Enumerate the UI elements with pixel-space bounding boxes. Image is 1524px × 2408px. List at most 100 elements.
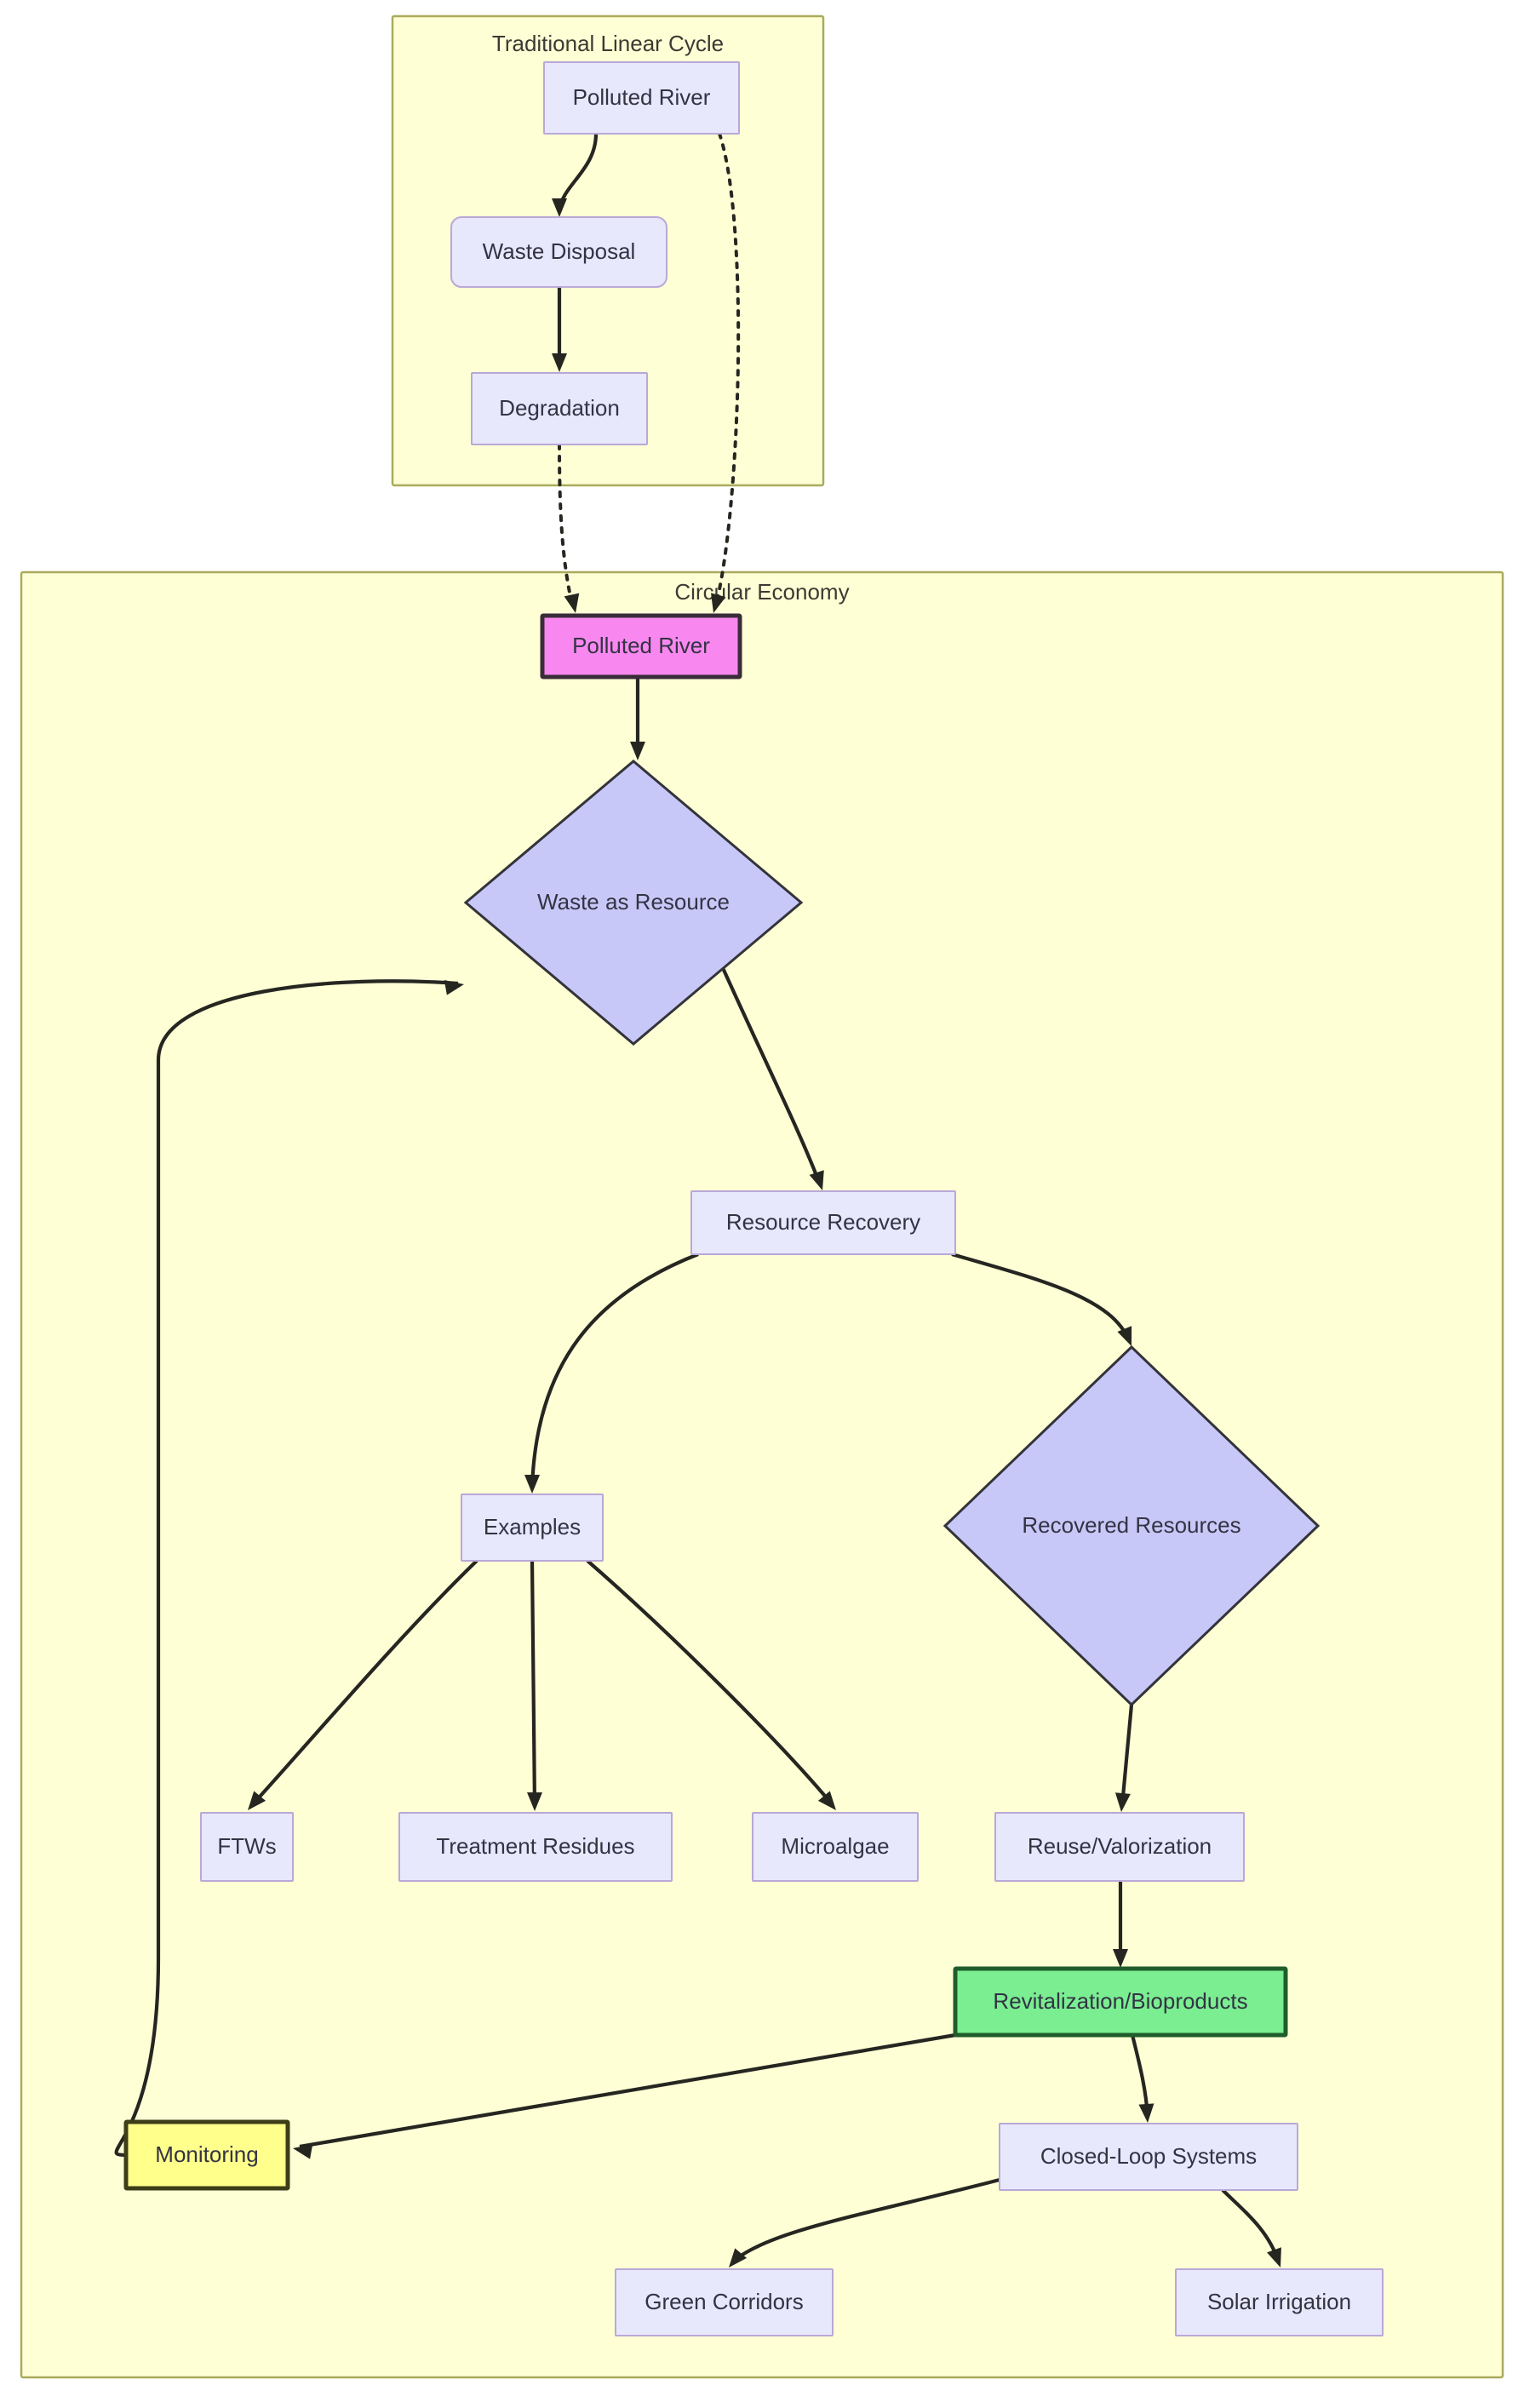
edge-e-degradation-to-ce-river: [558, 443, 580, 613]
edge-e-tr-river-to-ce-river: [711, 132, 741, 613]
edge-e-examples-to-ftws: [248, 1559, 478, 1810]
node-shape[interactable]: [1175, 2268, 1384, 2336]
node-label: Microalgae: [781, 1833, 889, 1859]
node-shape[interactable]: [543, 61, 740, 135]
node-shape[interactable]: [200, 1812, 294, 1882]
edge-line: [951, 1252, 1131, 1341]
edge-arrowhead: [729, 2248, 748, 2268]
edge-e-examples-to-microalgae: [586, 1559, 836, 1810]
node-ftws[interactable]: FTWs: [200, 1812, 294, 1882]
node-label: Solar Irrigation: [1207, 2289, 1351, 2314]
node-label: Monitoring: [155, 2141, 258, 2167]
node-shape[interactable]: [999, 2123, 1298, 2191]
edge-arrowhead: [630, 742, 645, 760]
edge-arrowhead: [1113, 1949, 1128, 1968]
edge-arrowhead: [817, 1791, 836, 1810]
cluster-label: Circular Economy: [674, 579, 849, 605]
node-shape[interactable]: [461, 1494, 604, 1562]
cluster-circular: Circular Economy: [20, 570, 1504, 2379]
edge-line: [1120, 1704, 1134, 1807]
node-shape[interactable]: [463, 760, 804, 1046]
edge-e-monitoring-to-waste-as-resource: [114, 979, 464, 2158]
edge-arrowhead: [293, 2143, 313, 2159]
edge-e-waste-disposal-to-degradation: [552, 287, 567, 372]
node-label: Polluted River: [573, 84, 711, 110]
edge-arrowhead: [1114, 1792, 1131, 1812]
edge-e-ce-river-to-waste-as-resource: [630, 677, 645, 760]
edge-line: [299, 2032, 956, 2149]
edge-line: [530, 1253, 699, 1488]
node-shape[interactable]: [752, 1812, 919, 1882]
node-microalgae[interactable]: Microalgae: [752, 1812, 919, 1882]
node-degradation[interactable]: Degradation: [471, 372, 648, 445]
edge-e-reuse-to-revitalization: [1113, 1881, 1128, 1968]
edge-arrowhead: [809, 1170, 824, 1190]
edge-e-tr-river-to-waste-disposal: [552, 133, 599, 217]
node-revitalization-bioproducts[interactable]: Revitalization/Bioproducts: [953, 1966, 1288, 2038]
edge-e-closed-loop-to-green-corridors: [729, 2177, 1000, 2268]
node-shape[interactable]: [450, 216, 667, 288]
node-label: Resource Recovery: [726, 1209, 920, 1235]
edge-arrowhead: [1117, 1326, 1132, 1346]
node-shape[interactable]: [123, 2119, 290, 2191]
edge-e-recovered-resources-to-reuse: [1114, 1704, 1134, 1812]
node-treatment-residues[interactable]: Treatment Residues: [398, 1812, 673, 1882]
node-monitoring[interactable]: Monitoring: [123, 2119, 290, 2191]
node-label: Treatment Residues: [436, 1833, 634, 1859]
node-shape[interactable]: [953, 1966, 1288, 2038]
edge-arrowhead: [527, 1792, 542, 1811]
edge-arrowhead: [552, 353, 567, 372]
node-waste-disposal[interactable]: Waste Disposal: [450, 216, 667, 288]
node-shape[interactable]: [615, 2268, 834, 2336]
edge-line: [713, 132, 741, 610]
cluster-label: Traditional Linear Cycle: [492, 31, 724, 56]
edge-line: [718, 960, 822, 1185]
edge-group: [114, 132, 1281, 2268]
node-ce-polluted-river[interactable]: Polluted River: [540, 613, 742, 679]
node-examples[interactable]: Examples: [461, 1494, 604, 1562]
node-solar-irrigation[interactable]: Solar Irrigation: [1175, 2268, 1384, 2336]
edge-e-revitalization-to-monitoring: [293, 2032, 956, 2159]
edge-arrowhead: [1267, 2247, 1281, 2268]
node-green-corridors[interactable]: Green Corridors: [615, 2268, 834, 2336]
node-label: Green Corridors: [645, 2289, 803, 2314]
node-resource-recovery[interactable]: Resource Recovery: [690, 1190, 956, 1255]
node-shape[interactable]: [690, 1190, 956, 1255]
node-waste-as-resource[interactable]: Waste as Resource: [463, 760, 804, 1046]
node-recovered-resources[interactable]: Recovered Resources: [942, 1344, 1321, 1707]
node-label: Polluted River: [572, 633, 710, 658]
cluster-box: [20, 570, 1504, 2379]
node-label: Examples: [484, 1514, 581, 1539]
edge-line: [530, 1560, 537, 1806]
edge-arrowhead: [711, 593, 726, 613]
edge-arrowhead: [552, 198, 567, 217]
edge-e-waste-as-resource-to-resource-recovery: [718, 960, 824, 1190]
node-label: Waste Disposal: [483, 238, 636, 264]
node-tr-polluted-river[interactable]: Polluted River: [543, 61, 740, 135]
edge-line: [586, 1559, 834, 1807]
edge-arrowhead: [444, 979, 464, 995]
node-label: Waste as Resource: [537, 889, 730, 914]
node-shape[interactable]: [471, 372, 648, 445]
edge-line: [558, 443, 575, 610]
node-reuse-valorization[interactable]: Reuse/Valorization: [994, 1812, 1245, 1882]
node-label: Closed-Loop Systems: [1040, 2143, 1257, 2169]
edge-arrowhead: [524, 1475, 540, 1494]
edge-arrowhead: [248, 1791, 266, 1810]
node-shape[interactable]: [540, 613, 742, 679]
node-closed-loop-systems[interactable]: Closed-Loop Systems: [999, 2123, 1298, 2191]
edge-e-resource-recovery-to-examples: [524, 1253, 699, 1494]
edge-line: [250, 1559, 478, 1807]
node-label: Revitalization/Bioproducts: [993, 1988, 1247, 2014]
node-label: Recovered Resources: [1022, 1512, 1240, 1538]
node-shape[interactable]: [994, 1812, 1245, 1882]
edge-e-resource-recovery-to-recovered-resources: [951, 1252, 1132, 1346]
node-shape[interactable]: [398, 1812, 673, 1882]
edge-e-examples-to-treatment-residues: [527, 1560, 542, 1811]
edge-arrowhead: [564, 593, 580, 613]
node-label: FTWs: [217, 1833, 276, 1859]
node-shape[interactable]: [942, 1344, 1321, 1707]
